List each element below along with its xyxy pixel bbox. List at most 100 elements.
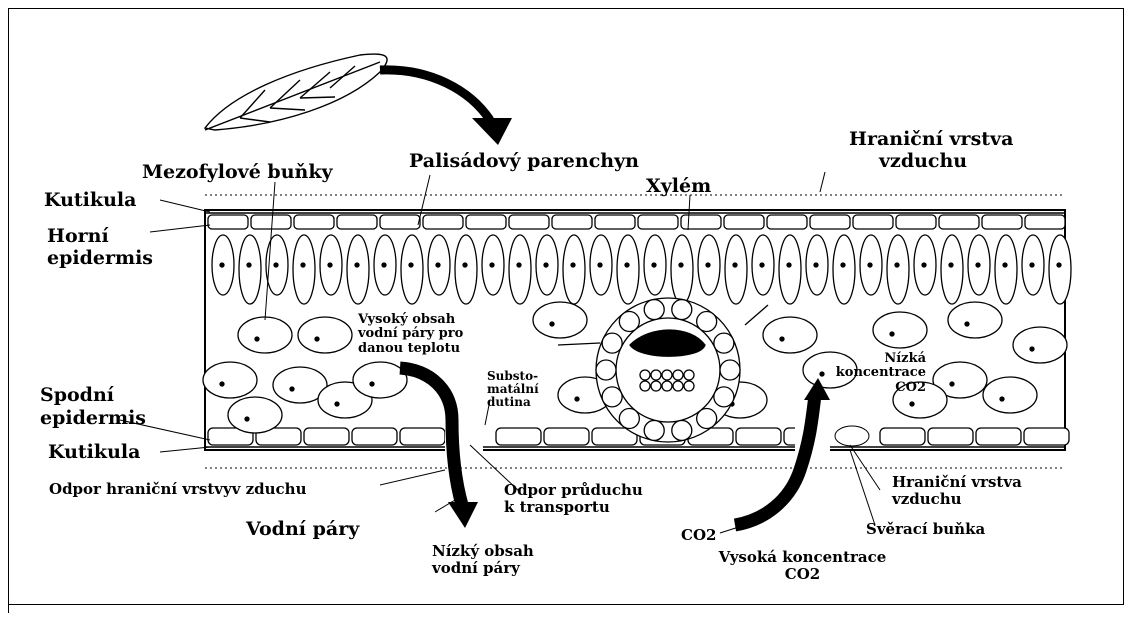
phloem-cell [684, 370, 694, 380]
label-odpor-hranicni: Odpor hraniční vrstvyv zduchu [49, 481, 306, 498]
cell-nucleus [550, 322, 554, 326]
palisade-cell [779, 235, 801, 304]
palisade-cell [1049, 235, 1071, 304]
cell-nucleus [255, 337, 259, 341]
label-kutikula-bottom: Kutikula [48, 442, 140, 463]
bundle-sheath-cell [672, 300, 692, 320]
label-xylem: Xylém [646, 176, 711, 197]
mesophyll-cell [763, 317, 817, 353]
phloem-cell [673, 370, 683, 380]
cell-nucleus [335, 402, 339, 406]
palisade-cell [239, 235, 261, 304]
leaf-icon [205, 54, 387, 130]
palisade-cell [833, 235, 855, 304]
bundle-sheath-cell [697, 312, 717, 332]
label-substomatalni-dutina: Substo- matální dutina [487, 370, 539, 410]
palisade-cells [212, 235, 1071, 304]
label-hranicni-vrstva-top-1: Hraniční vrstva [849, 129, 1013, 150]
cell-nucleus [890, 332, 894, 336]
cell-nucleus [290, 387, 294, 391]
epidermis-cell [681, 215, 721, 229]
palisade-cell [671, 235, 693, 304]
cell-nucleus [841, 263, 845, 267]
mesophyll-cell [298, 317, 352, 353]
cell-nucleus [1030, 263, 1034, 267]
label-palisadovy-parenchyn: Palisádový parenchyn [409, 151, 639, 172]
label-horni: Horní [47, 226, 109, 247]
epidermis-cell [1024, 428, 1069, 445]
epidermis-cell [976, 428, 1021, 445]
phloem-cell [651, 381, 661, 391]
bundle-sheath-cell [602, 387, 622, 407]
phloem-cell [662, 381, 672, 391]
xylem-vascular-bundle [596, 298, 740, 442]
cell-nucleus [544, 263, 548, 267]
epidermis-cell [982, 215, 1022, 229]
label-spodni: Spodní [40, 385, 114, 406]
cell-nucleus [625, 263, 629, 267]
guard-cell [835, 426, 869, 446]
phloem-cell [640, 381, 650, 391]
mesophyll-cell [353, 362, 407, 398]
epidermis-cell [294, 215, 334, 229]
epidermis-cell [496, 428, 541, 445]
leaf-to-section-arrow [380, 70, 512, 145]
mesophyll-cell [873, 312, 927, 348]
epidermis-cell [352, 428, 397, 445]
mesophyll-cell [238, 317, 292, 353]
epidermis-cell [810, 215, 850, 229]
epidermis-cell [337, 215, 377, 229]
bundle-sheath-cell [672, 420, 692, 440]
cell-nucleus [976, 263, 980, 267]
mesophyll-cell [203, 362, 257, 398]
epidermis-cell [595, 215, 635, 229]
cell-nucleus [679, 263, 683, 267]
upper-epidermis-cells [208, 215, 1065, 229]
label-co2-left: CO2 [681, 527, 716, 544]
palisade-cell [887, 235, 909, 304]
epidermis-cell [638, 215, 678, 229]
label-vysoky-obsah: Vysoký obsah vodní páry pro danou teplot… [358, 313, 463, 356]
epidermis-cell [1025, 215, 1065, 229]
phloem-cell [651, 370, 661, 380]
cell-nucleus [301, 263, 305, 267]
phloem-cell [662, 370, 672, 380]
palisade-cell [563, 235, 585, 304]
mesophyll-cell [1013, 327, 1067, 363]
phloem-cell [640, 370, 650, 380]
palisade-cell [293, 235, 315, 304]
cell-nucleus [315, 337, 319, 341]
bundle-sheath-cell [619, 312, 639, 332]
cell-nucleus [571, 263, 575, 267]
cell-nucleus [706, 263, 710, 267]
palisade-cell [401, 235, 423, 304]
cell-nucleus [436, 263, 440, 267]
cell-nucleus [910, 402, 914, 406]
palisade-cell [455, 235, 477, 304]
label-nizky-obsah: Nízký obsah vodní páry [432, 543, 534, 576]
mesophyll-cell [983, 377, 1037, 413]
epidermis-cell [767, 215, 807, 229]
label-vodni-pary: Vodní páry [246, 519, 359, 540]
palisade-cell [995, 235, 1017, 304]
label-mezofylove-bunky: Mezofylové buňky [142, 162, 333, 183]
cell-nucleus [814, 263, 818, 267]
epidermis-cell [896, 215, 936, 229]
cell-nucleus [1030, 347, 1034, 351]
bundle-sheath-cell [644, 420, 664, 440]
label-odpor-pruduchu: Odpor průduchu k transportu [504, 482, 643, 515]
label-hranicni-vrstva-top-2: vzduchu [879, 151, 967, 172]
label-horni-epidermis: epidermis [47, 248, 153, 269]
label-hranicni-vrstva-bottom: Hraniční vrstva vzduchu [892, 474, 1022, 507]
label-vysoka-koncentrace: Vysoká koncentrace CO2 [700, 549, 905, 582]
phloem-cell [673, 381, 683, 391]
label-kutikula-top: Kutikula [44, 190, 136, 211]
bundle-sheath-cell [619, 408, 639, 428]
cell-nucleus [463, 263, 467, 267]
cell-nucleus [355, 263, 359, 267]
cell-nucleus [245, 417, 249, 421]
cell-nucleus [274, 263, 278, 267]
cell-nucleus [328, 263, 332, 267]
cell-nucleus [780, 337, 784, 341]
palisade-cell [941, 235, 963, 304]
